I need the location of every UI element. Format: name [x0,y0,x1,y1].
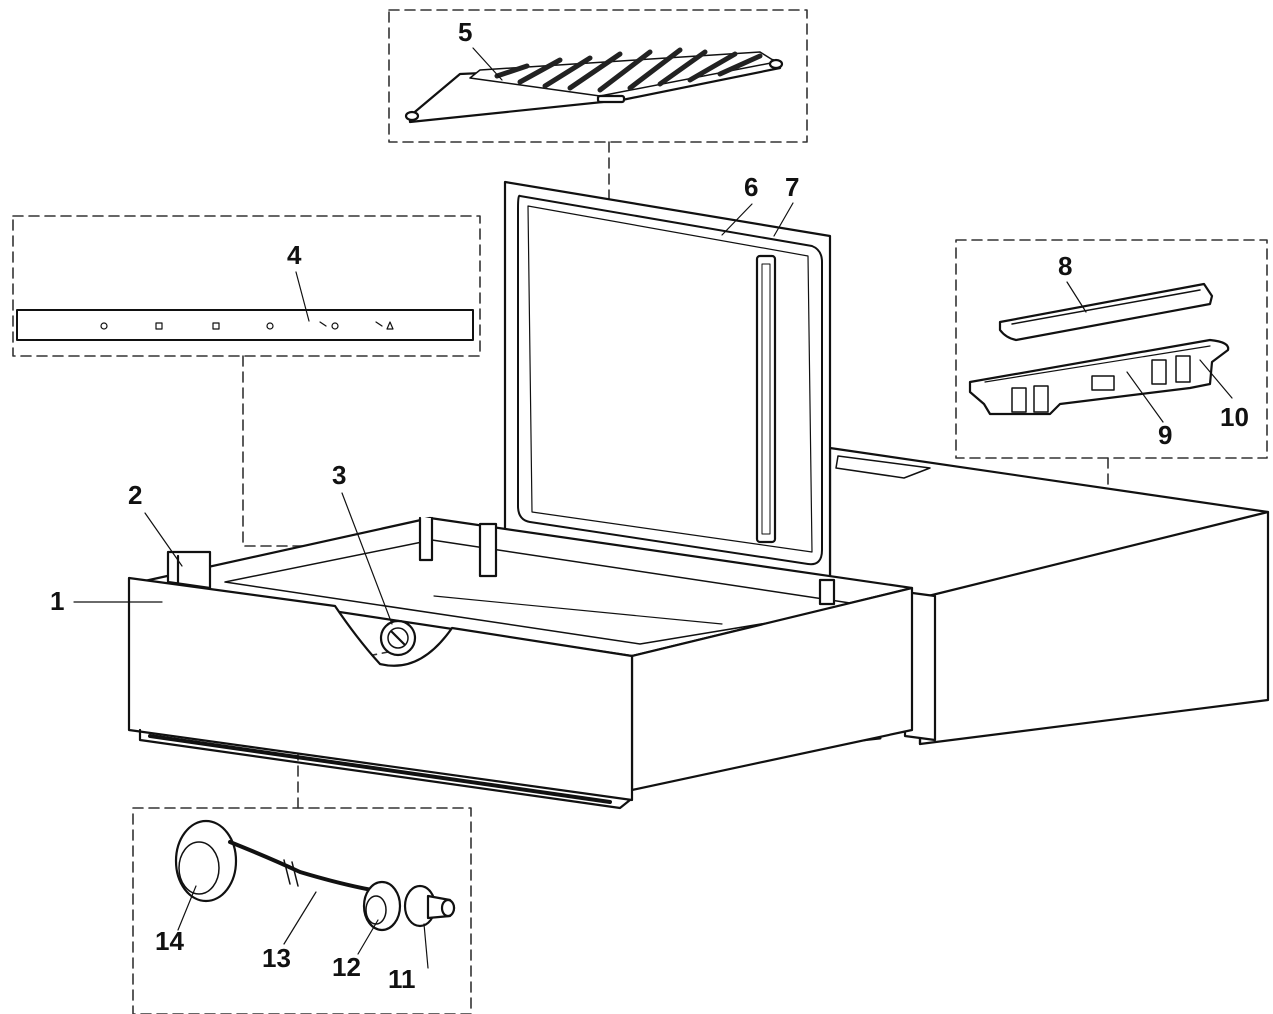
callout-9: 9 [1158,420,1173,450]
part-5-shelf-grid [404,47,784,124]
callout-5: 5 [458,17,473,47]
callout-6: 6 [744,172,759,202]
callout-13: 13 [262,943,291,973]
part-2-clip [166,550,212,590]
callout-leaders [73,47,1233,969]
part-13-hose [228,840,374,892]
callout-1: 1 [50,586,65,616]
callout-4: 4 [287,240,302,270]
part-3-connector [379,619,417,657]
callout-11: 11 [388,964,416,994]
part-1-drawer-front [127,576,634,810]
part-9-10-vent-base [968,338,1230,416]
callout-12: 12 [332,952,361,982]
callout-14: 14 [155,926,184,956]
callout-10: 10 [1220,402,1249,432]
detail-box-grid [12,9,1268,1014]
part-11-fitting [403,884,456,928]
callout-8: 8 [1058,251,1073,281]
part-12-nut [362,880,402,932]
callout-3: 3 [332,460,347,490]
callout-2: 2 [128,480,143,510]
part-6-lid [503,180,832,582]
part-8-vent-cover [998,282,1214,342]
part-14-cap [174,819,238,903]
callout-7: 7 [785,172,800,202]
part-4-control-panel [16,309,474,341]
